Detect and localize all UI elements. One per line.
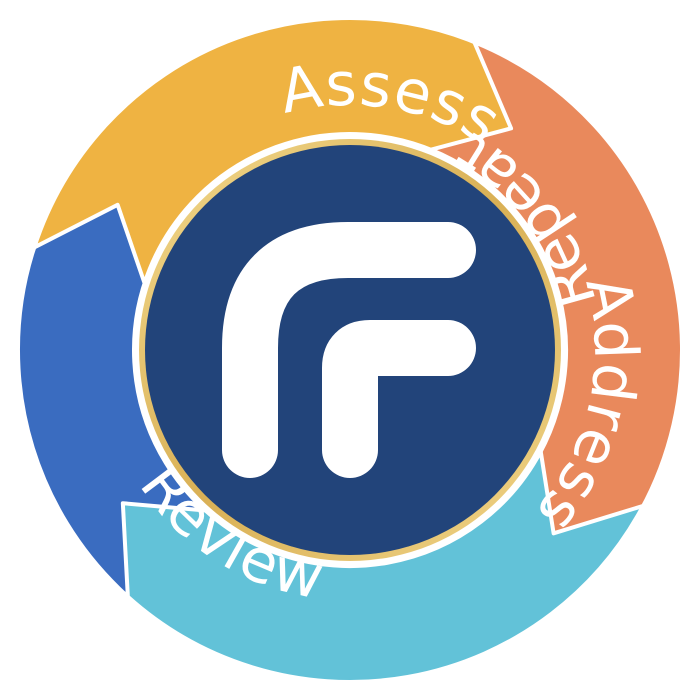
center-logo-badge [134,134,566,566]
cycle-segments [16,16,684,684]
f-monogram-icon [222,222,476,478]
